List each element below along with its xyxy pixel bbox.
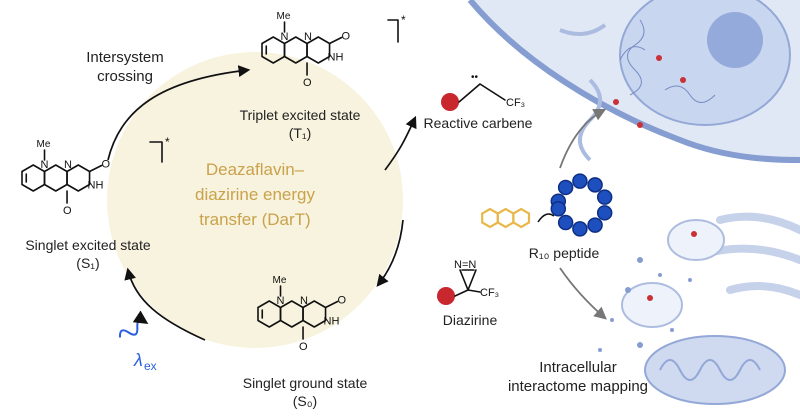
diazirine-n-n: N=N — [454, 259, 476, 271]
carbonyl-bond-1 — [324, 300, 339, 309]
arrow-energy-transfer-up — [384, 115, 417, 171]
mapping-label-line-1: Intracellular — [539, 359, 617, 376]
r10-peptide-probe: R₁₀ peptide — [481, 173, 613, 261]
ring-n-2: N — [64, 159, 72, 171]
center-title-line-2: diazirine energy — [195, 185, 316, 204]
intersystem-label-line-2: crossing — [97, 68, 153, 85]
carbonyl-bond-1 — [88, 164, 103, 173]
ring-nh: NH — [88, 180, 104, 192]
arrow-to-interior — [559, 267, 607, 320]
ring-n-2: N — [300, 295, 308, 307]
carbonyl-o-2: O — [299, 341, 308, 353]
singlet-excited-mark: * — [165, 135, 170, 149]
lambda-subscript: ex — [144, 359, 157, 373]
core-ring-1 — [496, 207, 515, 229]
diazirine-bead — [437, 287, 455, 305]
core-ring-2 — [512, 207, 531, 229]
carbonyl-o-1: O — [102, 159, 111, 171]
singlet-excited-label: Singlet excited state — [25, 237, 151, 253]
peptide-bead — [587, 217, 603, 233]
deazaflavin-singlet-ground-structure: N MeN NH O O — [257, 275, 347, 353]
vesicle-2 — [621, 282, 683, 328]
carbonyl-o-2: O — [303, 77, 312, 89]
carbonyl-bond-1 — [328, 36, 343, 45]
diazirine: N=N CF₃ Diazirine — [437, 259, 499, 328]
ring-n-2: N — [304, 31, 312, 43]
reactive-carbene: •• CF₃ Reactive carbene — [424, 72, 533, 131]
methyl-label: Me — [277, 11, 291, 22]
peptide-bead — [572, 221, 588, 237]
peptide-bead — [550, 201, 567, 217]
chromatin — [619, 19, 716, 103]
peptide-label: R₁₀ peptide — [529, 245, 600, 261]
deazaflavin-core-icon — [481, 207, 531, 229]
deazaflavin-singlet-excited-structure: N MeN NH O O — [21, 139, 111, 217]
ring-nh: NH — [324, 316, 340, 328]
peptide-bead — [572, 173, 588, 189]
mitochondrion — [644, 335, 786, 405]
intersystem-label-line-1: Intersystem — [86, 49, 164, 66]
cell-membrane — [467, 0, 800, 163]
mapping-label-line-2: interactome mapping — [508, 378, 648, 395]
peptide-bead — [587, 177, 603, 193]
singlet-ground-label: Singlet ground state — [243, 375, 368, 391]
vesicle-1 — [667, 219, 725, 261]
ring-n: N — [277, 295, 285, 307]
carbonyl-o-1: O — [342, 31, 351, 43]
peptide-bead — [557, 179, 574, 196]
carbene-label: Reactive carbene — [424, 115, 533, 131]
carbonyl-o-1: O — [338, 295, 347, 307]
nucleolus — [707, 12, 763, 68]
carbonyl-o-2: O — [63, 205, 72, 217]
diazirine-cf3: CF₃ — [480, 287, 499, 299]
ring-n: N — [41, 159, 49, 171]
deazaflavin-triplet-structure: N MeN NH O O — [261, 11, 351, 89]
triplet-excited-mark: * — [401, 13, 406, 27]
nucleus — [619, 0, 791, 126]
arrow-relaxation-down — [376, 219, 404, 287]
singlet-ground-symbol: (S₀) — [293, 393, 317, 409]
singlet-excited-bracket: * — [149, 135, 170, 163]
mitochondrion-cristae — [659, 359, 761, 381]
arrow-excitation — [124, 267, 206, 341]
center-title-line-1: Deazaflavin– — [206, 160, 305, 179]
cell-illustration — [467, 0, 800, 405]
cytoplasm-dots — [598, 257, 692, 352]
light-wave-icon — [118, 310, 149, 338]
arrow-to-membrane — [559, 108, 607, 169]
excitation-wavelength: λ ex — [133, 350, 157, 373]
carbene-cf3: CF₃ — [506, 97, 525, 109]
center-title: Deazaflavin– diazirine energy transfer (… — [195, 160, 316, 229]
carbene-lone-pair: •• — [471, 72, 479, 83]
ring-nh: NH — [328, 52, 344, 64]
singlet-excited-symbol: (S₁) — [76, 255, 99, 271]
carbene-bead — [441, 93, 459, 111]
arrow-intersystem-crossing — [107, 65, 251, 161]
peptide-linker — [537, 213, 555, 223]
labeled-proteins — [613, 55, 697, 301]
er-strand — [559, 23, 607, 36]
methyl-label: Me — [37, 139, 51, 150]
peptide-bead — [596, 189, 613, 205]
triplet-symbol: (T₁) — [289, 125, 312, 141]
lambda-symbol: λ — [133, 350, 143, 370]
peptide-bead — [557, 214, 574, 231]
peptide-bead — [596, 205, 613, 221]
diazirine-label: Diazirine — [443, 312, 498, 328]
peptide-beads — [550, 173, 613, 237]
triplet-excited-bracket: * — [387, 13, 406, 43]
core-ring-0 — [481, 207, 499, 229]
triplet-label: Triplet excited state — [240, 107, 361, 123]
methyl-label: Me — [273, 275, 287, 286]
ring-n: N — [281, 31, 289, 43]
center-title-line-3: transfer (DarT) — [199, 210, 310, 229]
cycle-background-circle — [107, 52, 403, 348]
